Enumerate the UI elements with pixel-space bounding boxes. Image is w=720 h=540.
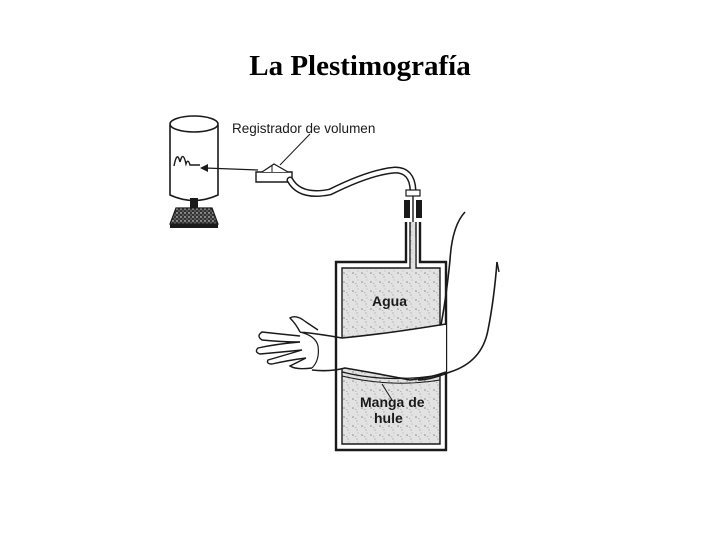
kymograph-drum <box>169 115 219 228</box>
rubber-sleeve <box>341 371 447 380</box>
sleeve-label-line1: Manga de <box>360 394 425 410</box>
drum-base <box>169 207 219 225</box>
recorded-waveform <box>173 155 200 167</box>
connecting-tube <box>286 166 422 225</box>
recorder-label: Registrador de volumen <box>232 121 375 136</box>
forearm-hand <box>255 315 447 384</box>
slide-title: La Plestimografía <box>249 50 471 82</box>
water-label: Agua <box>372 293 407 309</box>
sleeve-label-line2: hule <box>374 410 403 426</box>
sleeve-leader <box>381 383 393 401</box>
volume-recorder <box>200 133 311 183</box>
